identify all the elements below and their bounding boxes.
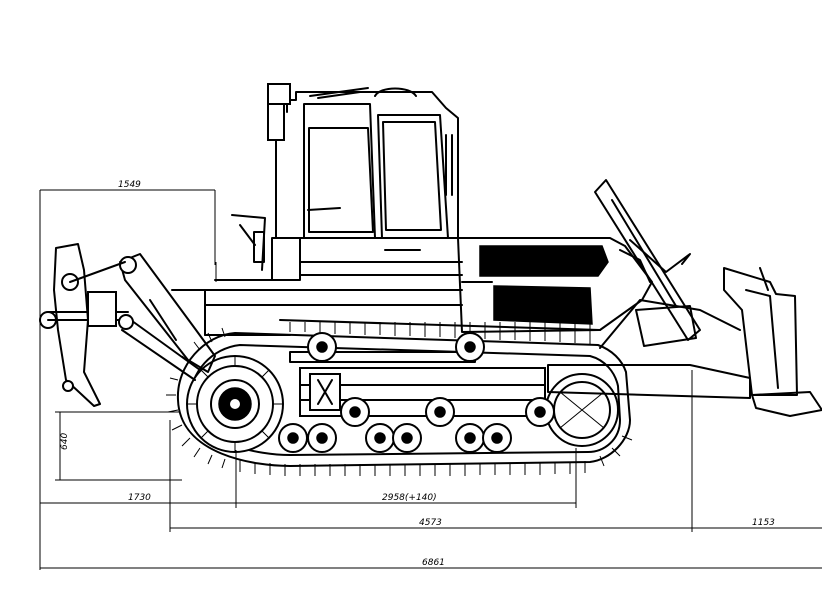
rear-ripper <box>39 243 216 407</box>
dimension-labels: 1549 640 1730 2958(+140) 4573 1153 6861 <box>60 180 775 568</box>
hood-vent-upper <box>479 245 609 277</box>
track-grousers-bottom <box>239 435 633 476</box>
ripper-mount-block <box>87 291 117 327</box>
blade-cutting-edge <box>751 391 822 417</box>
track-frame <box>289 351 546 417</box>
dim-track-base: 2958(+140) <box>382 493 437 503</box>
ripper-arm-upper <box>119 253 216 373</box>
hood-vent-lower <box>493 285 593 325</box>
dim-track-length: 4573 <box>419 518 442 528</box>
rear-fender <box>171 214 463 336</box>
blade-plate <box>723 267 798 396</box>
carrier-rollers <box>307 332 485 362</box>
push-arm <box>547 364 751 399</box>
dim-ground-clearance: 640 <box>60 433 70 450</box>
track-grousers-top <box>279 319 601 344</box>
dim-overall-length: 6861 <box>422 558 445 568</box>
dim-rear-overhang: 1730 <box>128 493 151 503</box>
dimension-lines <box>39 189 822 570</box>
front-idler <box>545 373 619 447</box>
dim-front-overhang: 1153 <box>752 518 775 528</box>
drive-sprocket <box>186 355 284 453</box>
dim-ripper-width: 1549 <box>118 180 141 190</box>
cab-beacon <box>267 83 291 105</box>
track-rollers <box>278 397 555 453</box>
cab <box>267 83 463 281</box>
blade-lift-cylinder <box>594 179 701 341</box>
engine-hood <box>457 237 653 333</box>
dozer-blade <box>547 179 822 417</box>
